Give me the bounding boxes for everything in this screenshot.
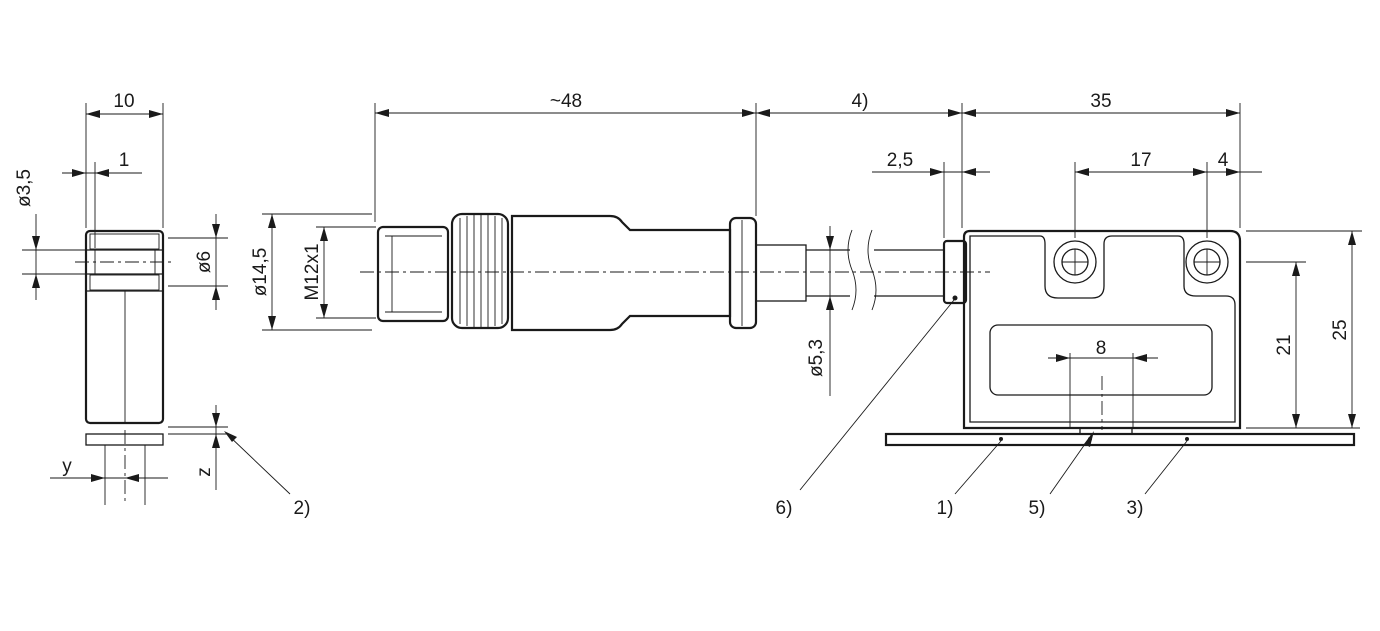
callout-6: 6) — [776, 498, 793, 519]
dim-body-length: 35 — [1090, 91, 1111, 112]
dim-connector-length: ~48 — [550, 91, 582, 112]
dim-bore-diameter: ø3,5 — [14, 169, 35, 207]
callout-5: 5) — [1029, 498, 1046, 519]
connector: ~48 4) ø14,5 M12x1 ø5,3 — [250, 91, 990, 396]
side-hatch-bottom — [89, 274, 160, 291]
sensor-outer-housing — [962, 229, 1242, 430]
label-window — [989, 324, 1213, 396]
dim-connector-diameter: ø14,5 — [250, 248, 271, 297]
sensor-body: 35 2,5 17 4 8 21 25 — [776, 91, 1362, 519]
dim-hole-height: 21 — [1274, 334, 1295, 355]
dim-z: z — [194, 467, 215, 477]
mounting-hole-right — [1185, 240, 1229, 284]
dim-body-height: 25 — [1330, 319, 1351, 340]
callout-3: 3) — [1127, 498, 1144, 519]
connector-body — [510, 214, 732, 332]
side-base-plate — [85, 433, 164, 446]
callout-1: 1) — [937, 498, 954, 519]
connector-cable-sleeve — [755, 244, 807, 302]
connector-knurled-ring — [450, 212, 510, 330]
mounting-hole-left — [1053, 240, 1097, 284]
dim-side-offset: 1 — [119, 150, 130, 171]
dim-window-width: 8 — [1096, 338, 1107, 359]
mounting-rail — [884, 432, 1356, 447]
dim-thread: M12x1 — [302, 243, 323, 300]
side-hatch-top — [89, 233, 160, 250]
dim-collar-offset: 2,5 — [887, 150, 913, 171]
sensor-inner-contour — [969, 235, 1236, 423]
dim-y: y — [62, 456, 72, 477]
dim-hole-spacing: 17 — [1130, 150, 1151, 171]
side-view: 10 1 ø3,5 ø6 z y 2) — [14, 91, 310, 519]
sensor-cable-collar — [942, 239, 968, 305]
dim-hole-diameter: ø6 — [194, 251, 215, 273]
dim-hole-edge: 4 — [1218, 150, 1229, 171]
dim-side-width: 10 — [113, 91, 134, 112]
connector-nut — [376, 225, 450, 323]
side-body-outline — [84, 229, 165, 425]
dim-cable-diameter: ø5,3 — [806, 339, 827, 377]
dim-cable-length: 4) — [852, 91, 869, 112]
callout-2: 2) — [294, 498, 311, 519]
connector-strain-relief — [728, 216, 758, 330]
